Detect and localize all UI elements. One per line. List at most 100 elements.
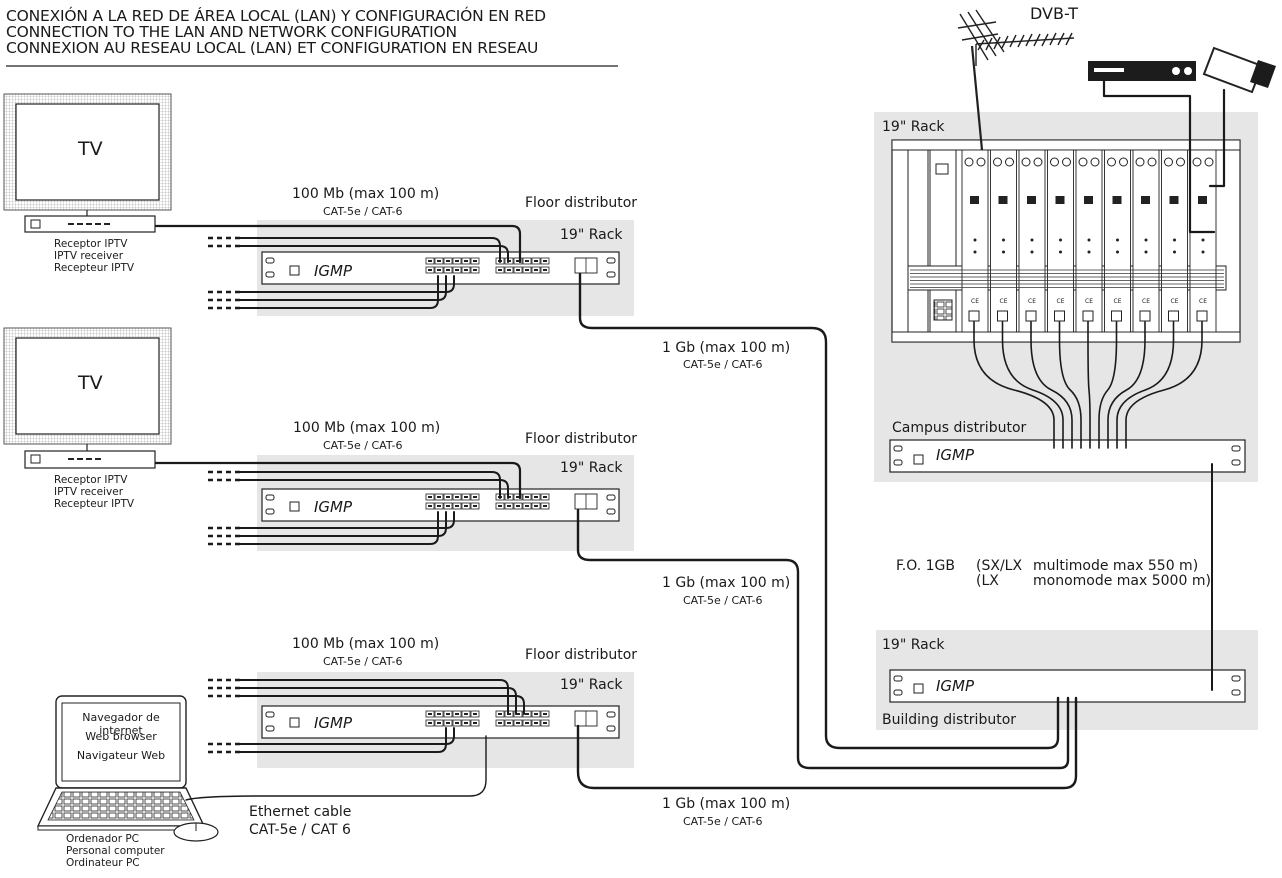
module-connector xyxy=(1062,157,1071,167)
module-led xyxy=(1198,196,1207,204)
module-ce-mark: CE xyxy=(1114,298,1122,305)
igmp-label-2: IGMP xyxy=(314,498,353,516)
port-contact xyxy=(437,269,441,271)
fiber-mode-2: (LX xyxy=(976,573,999,589)
rack-label-building: 19" Rack xyxy=(882,637,945,653)
title-line-fr: CONNEXION AU RESEAU LOCAL (LAN) ET CONFI… xyxy=(6,39,539,57)
floor-1-cable xyxy=(239,245,509,263)
port-contact xyxy=(498,722,502,724)
fiber-label: F.O. 1GB xyxy=(896,558,955,574)
module-connector xyxy=(1192,157,1202,167)
port-contact xyxy=(446,260,450,262)
module-ce-mark: CE xyxy=(1085,298,1093,305)
module-rj45-port xyxy=(997,310,1008,322)
camera xyxy=(1202,46,1276,94)
port-contact xyxy=(534,505,538,507)
pc-ethernet-cable xyxy=(185,735,487,801)
module-ce-mark: CE xyxy=(1000,298,1008,305)
port-contact xyxy=(437,505,441,507)
port-contact xyxy=(473,505,477,507)
port-contact xyxy=(446,505,450,507)
module-indicator xyxy=(1002,238,1005,242)
title-line-es: CONEXIÓN A LA RED DE ÁREA LOCAL (LAN) Y … xyxy=(6,7,546,25)
port-contact xyxy=(543,722,547,724)
module-connector xyxy=(1021,157,1031,167)
port-contact xyxy=(437,713,441,715)
port-contact xyxy=(473,269,477,271)
floor-3-cable xyxy=(239,695,525,715)
module-connector xyxy=(1005,157,1014,167)
module-indicator xyxy=(1087,238,1091,242)
port-contact xyxy=(464,496,468,498)
port-contact xyxy=(428,260,432,262)
floor-distributor-label-3: Floor distributor xyxy=(525,647,638,663)
tv-label-1: TV xyxy=(78,138,103,160)
module-indicator xyxy=(1002,250,1005,254)
module-led xyxy=(970,196,979,204)
module-indicator xyxy=(1116,250,1119,254)
module-ce-mark: CE xyxy=(971,298,979,305)
port-contact xyxy=(455,713,459,715)
port-contact xyxy=(525,505,529,507)
port-contact xyxy=(534,269,538,271)
iptv-receiver-2 xyxy=(24,450,156,469)
module-ce-mark: CE xyxy=(1171,298,1179,305)
module-indicator xyxy=(1116,238,1119,242)
port-contact xyxy=(534,713,538,715)
module-indicator xyxy=(1173,250,1176,254)
port-contact xyxy=(455,260,459,262)
dvbt-label: DVB-T xyxy=(1030,4,1079,23)
port-contact xyxy=(446,496,450,498)
module-indicator xyxy=(1144,250,1148,254)
port-contact xyxy=(498,269,502,271)
port-contact xyxy=(516,505,520,507)
rack-label-1: 19" Rack xyxy=(560,227,623,243)
module-indicator xyxy=(1030,238,1034,242)
title-line-en: CONNECTION TO THE LAN AND NETWORK CONFIG… xyxy=(6,23,457,41)
module-ce-mark: CE xyxy=(1057,298,1065,305)
receiver-label-2-es: Receptor IPTV xyxy=(54,474,128,486)
port-contact xyxy=(525,269,529,271)
module-connector xyxy=(1135,157,1145,167)
port-contact xyxy=(428,269,432,271)
rack-label-2: 19" Rack xyxy=(560,460,623,476)
port-contact xyxy=(473,713,477,715)
module-indicator xyxy=(1059,238,1062,242)
module-rj45-port xyxy=(1082,310,1094,322)
floor-3-cable xyxy=(239,727,447,753)
receiver-label-1-es: Receptor IPTV xyxy=(54,238,128,250)
port-contact xyxy=(543,260,547,262)
tv-set-1 xyxy=(3,93,172,216)
receiver-label-1-en: IPTV receiver xyxy=(54,250,124,262)
link-1gb-cable-2: CAT-5e / CAT-6 xyxy=(683,594,763,607)
module-connector xyxy=(964,157,974,167)
module-output-cable xyxy=(1125,321,1203,449)
port-contact xyxy=(446,269,450,271)
port-contact xyxy=(473,260,477,262)
module-ce-mark: CE xyxy=(1199,298,1207,305)
port-contact xyxy=(516,260,520,262)
port-contact xyxy=(516,269,520,271)
port-contact xyxy=(534,260,538,262)
port-contact xyxy=(428,722,432,724)
module-indicator xyxy=(1059,250,1062,254)
dvbt-antenna xyxy=(957,9,1075,151)
igmp-label-building: IGMP xyxy=(936,677,975,695)
building-distributor-label: Building distributor xyxy=(882,712,1017,728)
module-output-cable xyxy=(1107,321,1146,449)
pc-screen-fr: Navigateur Web xyxy=(76,749,166,762)
module-output-cable xyxy=(973,321,1055,449)
module-rj45-port xyxy=(1196,310,1208,322)
module-ce-mark: CE xyxy=(1028,298,1036,305)
module-output-cable xyxy=(1116,321,1175,449)
fiber-mode-1: (SX/LX xyxy=(976,558,1023,574)
port-contact xyxy=(455,496,459,498)
module-output-cable xyxy=(1001,321,1064,449)
receiver-1-cable xyxy=(154,224,522,264)
satellite-feed-cable xyxy=(1102,79,1216,234)
module-rj45-port xyxy=(1111,310,1122,322)
port-contact xyxy=(507,269,511,271)
uplink-cable-3 xyxy=(576,696,1078,790)
port-contact xyxy=(446,713,450,715)
port-contact xyxy=(473,722,477,724)
